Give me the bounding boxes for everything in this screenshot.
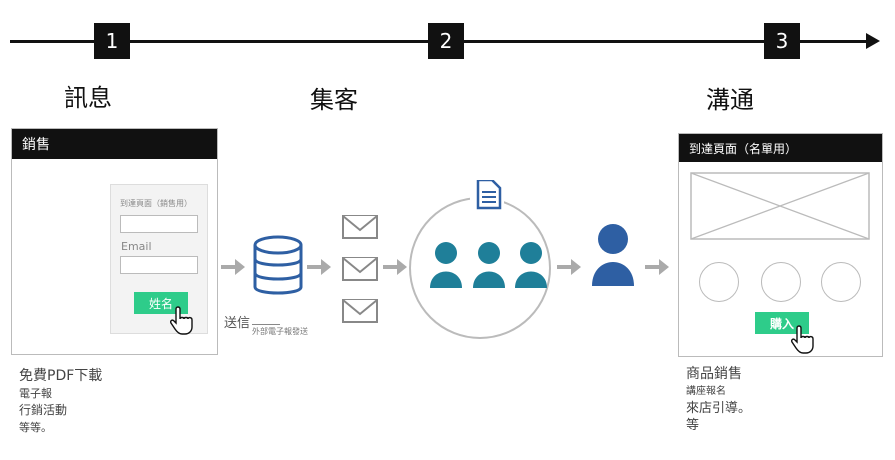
person-icon bbox=[473, 242, 505, 288]
name-field[interactable] bbox=[120, 215, 198, 233]
submit-button[interactable]: 姓名 bbox=[134, 292, 188, 314]
left-caption-line: 免費PDF下載 bbox=[19, 368, 103, 384]
envelope-icon bbox=[342, 215, 378, 239]
circle-placeholder bbox=[699, 262, 739, 302]
right-caption-line: 等 bbox=[686, 418, 700, 433]
email-field[interactable] bbox=[120, 256, 198, 274]
person-icon bbox=[430, 242, 462, 288]
pointer-hand-icon bbox=[170, 306, 193, 335]
image-placeholder bbox=[690, 172, 870, 240]
send-sublabel: 外部電子報發送 bbox=[252, 327, 308, 336]
send-underline bbox=[252, 324, 280, 325]
timeline-arrowhead bbox=[866, 33, 880, 49]
phase-title-message: 訊息 bbox=[64, 84, 112, 112]
flow-arrow bbox=[221, 259, 245, 275]
audience-circle bbox=[409, 197, 551, 339]
email-label: Email bbox=[121, 240, 152, 253]
send-label: 送信 bbox=[224, 316, 251, 331]
phase-title-attract: 集客 bbox=[310, 86, 358, 114]
right-caption-line: 商品銷售 bbox=[686, 366, 742, 382]
pointer-hand-icon bbox=[791, 325, 814, 354]
database-icon bbox=[253, 235, 303, 295]
left-caption: 免費PDF下載 電子報 行銷活動 等等。 bbox=[19, 368, 102, 436]
flow-arrow bbox=[557, 259, 581, 275]
buy-button[interactable]: 購入 bbox=[755, 312, 809, 334]
sales-page-header: 銷售 bbox=[12, 129, 217, 159]
flow-graphic bbox=[221, 180, 669, 339]
flow-arrow bbox=[645, 259, 669, 275]
circle-placeholder bbox=[761, 262, 801, 302]
phase-title-communicate: 溝通 bbox=[706, 86, 754, 114]
person-icon bbox=[515, 242, 547, 288]
flow-arrow bbox=[383, 259, 407, 275]
step-1-badge: 1 bbox=[94, 23, 130, 59]
document-icon bbox=[470, 180, 504, 214]
step-3-badge: 3 bbox=[764, 23, 800, 59]
envelope-icon bbox=[342, 257, 378, 281]
lead-page-header: 到達頁面（名單用） bbox=[679, 134, 882, 162]
right-caption-line: 講座報名 bbox=[686, 386, 726, 397]
person-icon bbox=[592, 224, 634, 286]
right-caption: 商品銷售 講座報名 來店引導。 等 bbox=[686, 366, 751, 434]
step-2-badge: 2 bbox=[428, 23, 464, 59]
circle-placeholder bbox=[821, 262, 861, 302]
envelope-icon bbox=[342, 299, 378, 323]
left-caption-line: 行銷活動 bbox=[19, 403, 68, 417]
left-caption-line: 電子報 bbox=[19, 387, 52, 400]
landing-form-title: 到達頁面（銷售用） bbox=[120, 199, 192, 208]
flow-arrow bbox=[307, 259, 331, 275]
right-caption-line: 來店引導。 bbox=[686, 401, 752, 416]
left-caption-line: 等等。 bbox=[19, 421, 52, 434]
